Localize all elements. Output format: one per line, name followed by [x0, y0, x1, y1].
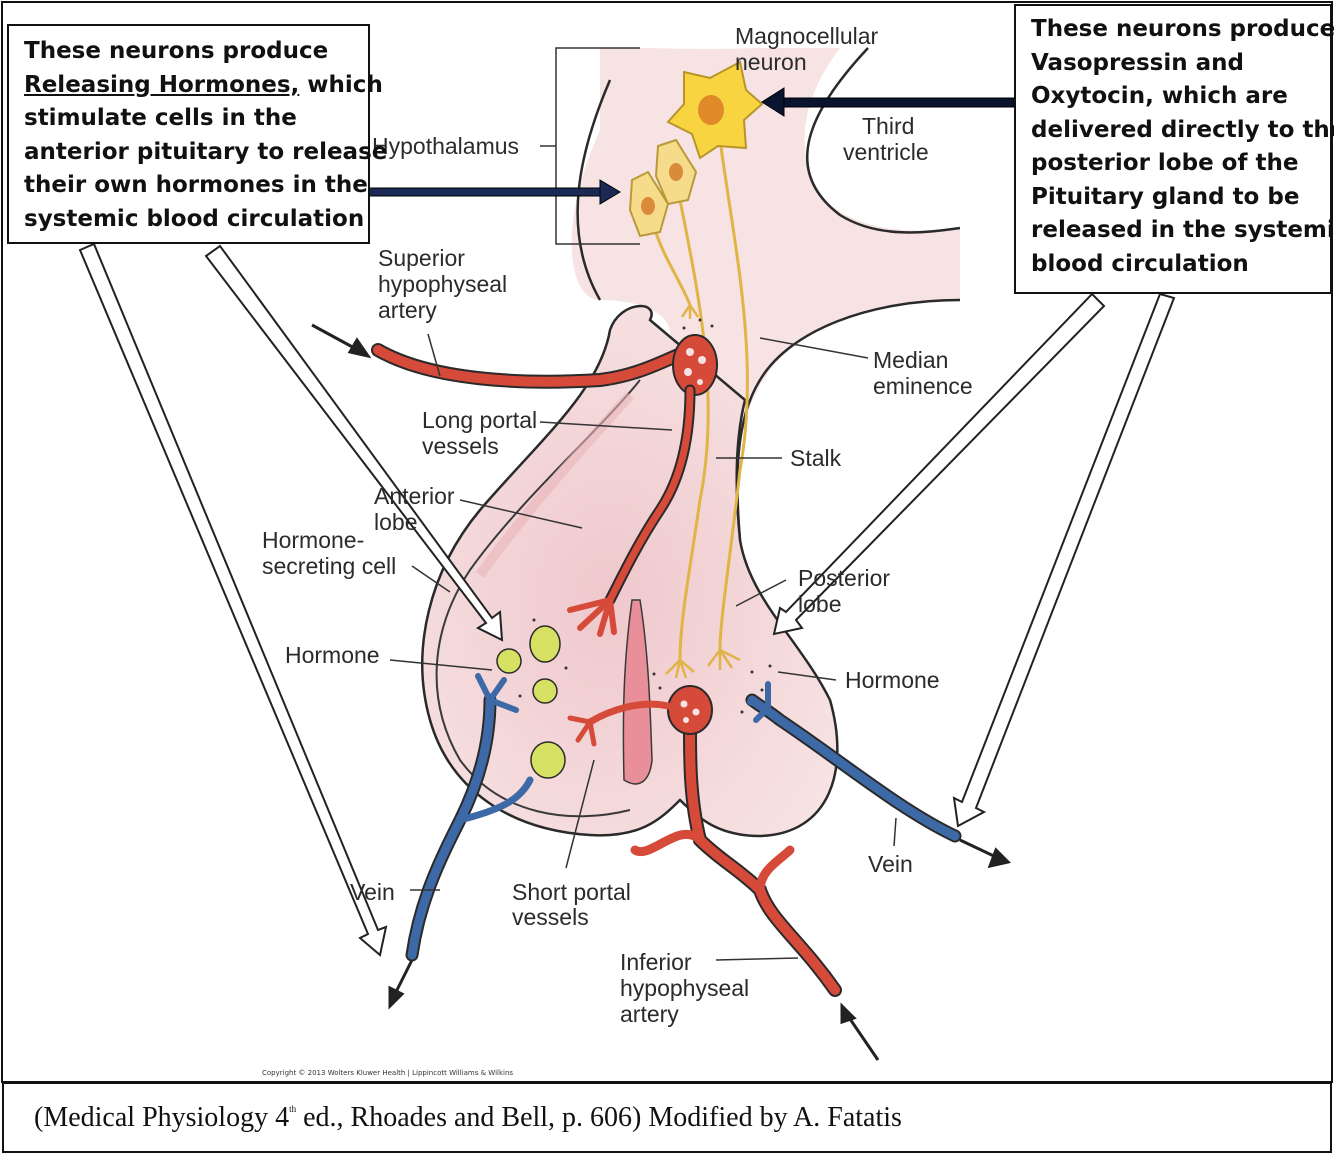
- left-note-line-3: stimulate cells in the: [24, 105, 297, 131]
- hollow-arrows: [78, 242, 1176, 957]
- label-inferior-3: artery: [620, 1001, 679, 1027]
- caption-part-2: ed., Rhoades and Bell, p. 606) Modified …: [296, 1102, 902, 1133]
- long-portal-vessels: [567, 384, 696, 637]
- label-magnocellular-2: neuron: [735, 49, 807, 75]
- primary-capillary-plexus: [672, 334, 718, 396]
- caption-superscript: th: [289, 1104, 297, 1114]
- vein-right: [745, 681, 962, 843]
- parvocellular-neuron-2: [654, 138, 698, 206]
- label-median-2: eminence: [873, 373, 973, 399]
- releasing-hormones-term: Releasing Hormones,: [24, 71, 300, 98]
- right-note-line-5: posterior lobe of the: [1031, 150, 1299, 176]
- leader-lines: [389, 333, 897, 961]
- hormone-dots: [518, 318, 772, 714]
- pointer-arrow-right-box: [761, 87, 1015, 117]
- inferior-hypophyseal-artery: [630, 723, 842, 997]
- label-posterior-2: lobe: [798, 591, 841, 617]
- left-note-line-2-rest: which: [299, 71, 383, 98]
- anterior-lobe-highlight: [475, 391, 634, 578]
- right-note-line-8: blood circulation: [1031, 250, 1249, 277]
- source-caption: (Medical Physiology 4th ed., Rhoades and…: [34, 1102, 902, 1134]
- label-anterior-1: Anterior: [374, 483, 455, 509]
- label-stalk: Stalk: [790, 445, 842, 471]
- left-note-line-2: Releasing Hormones, which: [24, 69, 383, 103]
- label-superior-3: artery: [378, 297, 437, 323]
- label-hormone-cell-1: Hormone-: [262, 527, 364, 553]
- copyright-notice: Copyright © 2013 Wolters Kluwer Health |…: [262, 1069, 514, 1077]
- label-long-portal-2: vessels: [422, 433, 499, 459]
- label-inferior-1: Inferior: [620, 949, 692, 975]
- diagram-labels: Magnocellular neuron Third ventricle Hyp…: [262, 23, 973, 1027]
- label-posterior-1: Posterior: [798, 565, 890, 591]
- vasopressin-oxytocin-note: These neurons produce Vasopressin and Ox…: [1014, 4, 1334, 294]
- neuron-axons: [653, 139, 749, 661]
- label-vein-right: Vein: [868, 851, 913, 877]
- left-note-line-6: systemic blood circulation: [24, 205, 365, 232]
- right-note-line-3: Oxytocin, which are: [1031, 83, 1288, 109]
- label-vein-left: Vein: [350, 879, 395, 905]
- label-hypothalamus: Hypothalamus: [372, 133, 519, 159]
- hormone-granules: [496, 625, 566, 779]
- label-third-ventricle-1: Third: [862, 113, 914, 139]
- right-note-line-2: Vasopressin and: [1031, 49, 1244, 76]
- label-long-portal-1: Long portal: [422, 407, 537, 433]
- label-anterior-2: lobe: [374, 509, 417, 535]
- label-magnocellular-1: Magnocellular: [735, 23, 879, 49]
- vein-left: [405, 673, 534, 962]
- left-note-line-1: These neurons produce: [24, 38, 329, 64]
- right-note-line-1: These neurons produce: [1031, 16, 1334, 42]
- caption-box: (Medical Physiology 4th ed., Rhoades and…: [2, 1082, 1332, 1153]
- releasing-hormones-note: These neurons produce Releasing Hormones…: [7, 24, 388, 244]
- right-note-line-6: Pituitary gland to be: [1031, 183, 1300, 210]
- right-note-line-7: released in the systemic: [1031, 217, 1334, 243]
- superior-hypophyseal-artery: [371, 343, 697, 389]
- label-short-portal-2: vessels: [512, 904, 589, 930]
- left-note-line-4: anterior pituitary to release: [24, 138, 388, 165]
- label-short-portal-1: Short portal: [512, 879, 631, 905]
- caption-part-1: (Medical Physiology 4: [34, 1102, 290, 1133]
- label-third-ventricle-2: ventricle: [843, 139, 929, 165]
- label-hormone-cell-2: secreting cell: [262, 553, 396, 579]
- label-inferior-2: hypophyseal: [620, 975, 749, 1001]
- label-hormone-right: Hormone: [845, 667, 940, 693]
- flow-arrows: [311, 323, 1011, 1061]
- label-median-1: Median: [873, 347, 948, 373]
- label-hormone-left: Hormone: [285, 642, 380, 668]
- label-superior-2: hypophyseal: [378, 271, 507, 297]
- right-note-line-4: delivered directly to the: [1031, 116, 1334, 143]
- label-superior-1: Superior: [378, 245, 465, 271]
- secondary-plexus: [567, 685, 713, 747]
- axon-terminals: [665, 304, 741, 679]
- parvocellular-neuron-1: [628, 170, 670, 238]
- magnocellular-neuron: [666, 60, 764, 160]
- left-note-line-5: their own hormones in the: [24, 172, 368, 198]
- intermediate-lobe: [622, 599, 653, 785]
